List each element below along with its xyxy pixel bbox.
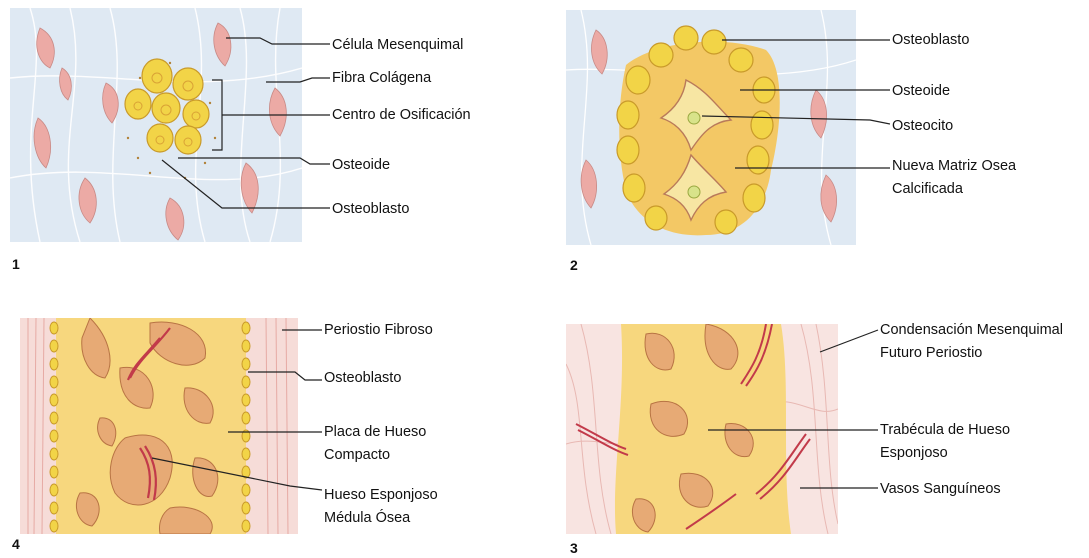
label-condensacion-line2: Futuro Periostio [880,344,982,362]
panel-4-illustration [20,318,298,534]
label-osteoblasto-4: Osteoblasto [324,369,401,387]
label-osteoide-1: Osteoide [332,156,390,174]
panel-2-illustration [566,10,856,245]
label-placa-hueso-line1: Placa de Hueso [324,423,426,441]
label-centro-osificacion: Centro de Osificación [332,106,471,124]
label-hueso-esponjoso: Hueso Esponjoso [324,486,438,504]
panel-number-4: 4 [12,536,20,552]
panel-number-3: 3 [570,540,578,556]
label-osteoblasto-1: Osteoblasto [332,200,409,218]
label-nueva-matriz-line1: Nueva Matriz Osea [892,157,1016,175]
label-vasos-sanguineos: Vasos Sanguíneos [880,480,1001,498]
label-trabecula-line2: Esponjoso [880,444,948,462]
label-trabecula-line1: Trabécula de Hueso [880,421,1010,439]
panel-number-1: 1 [12,256,20,272]
panel-number-2: 2 [570,257,578,273]
label-osteoide-2: Osteoide [892,82,950,100]
label-placa-hueso-line2: Compacto [324,446,390,464]
label-condensacion-line1: Condensación Mesenquimal [880,321,1063,339]
label-osteoblasto-2: Osteoblasto [892,31,969,49]
label-medula-osea: Médula Ósea [324,509,410,527]
label-nueva-matriz-line2: Calcificada [892,180,963,198]
label-celula-mesenquimal: Célula Mesenquimal [332,36,463,54]
label-periostio-fibroso: Periostio Fibroso [324,321,433,339]
label-fibra-colagena: Fibra Colágena [332,69,431,87]
label-osteocito: Osteocito [892,117,953,135]
panel-3-illustration [566,324,838,534]
panel-1-illustration [10,8,302,242]
